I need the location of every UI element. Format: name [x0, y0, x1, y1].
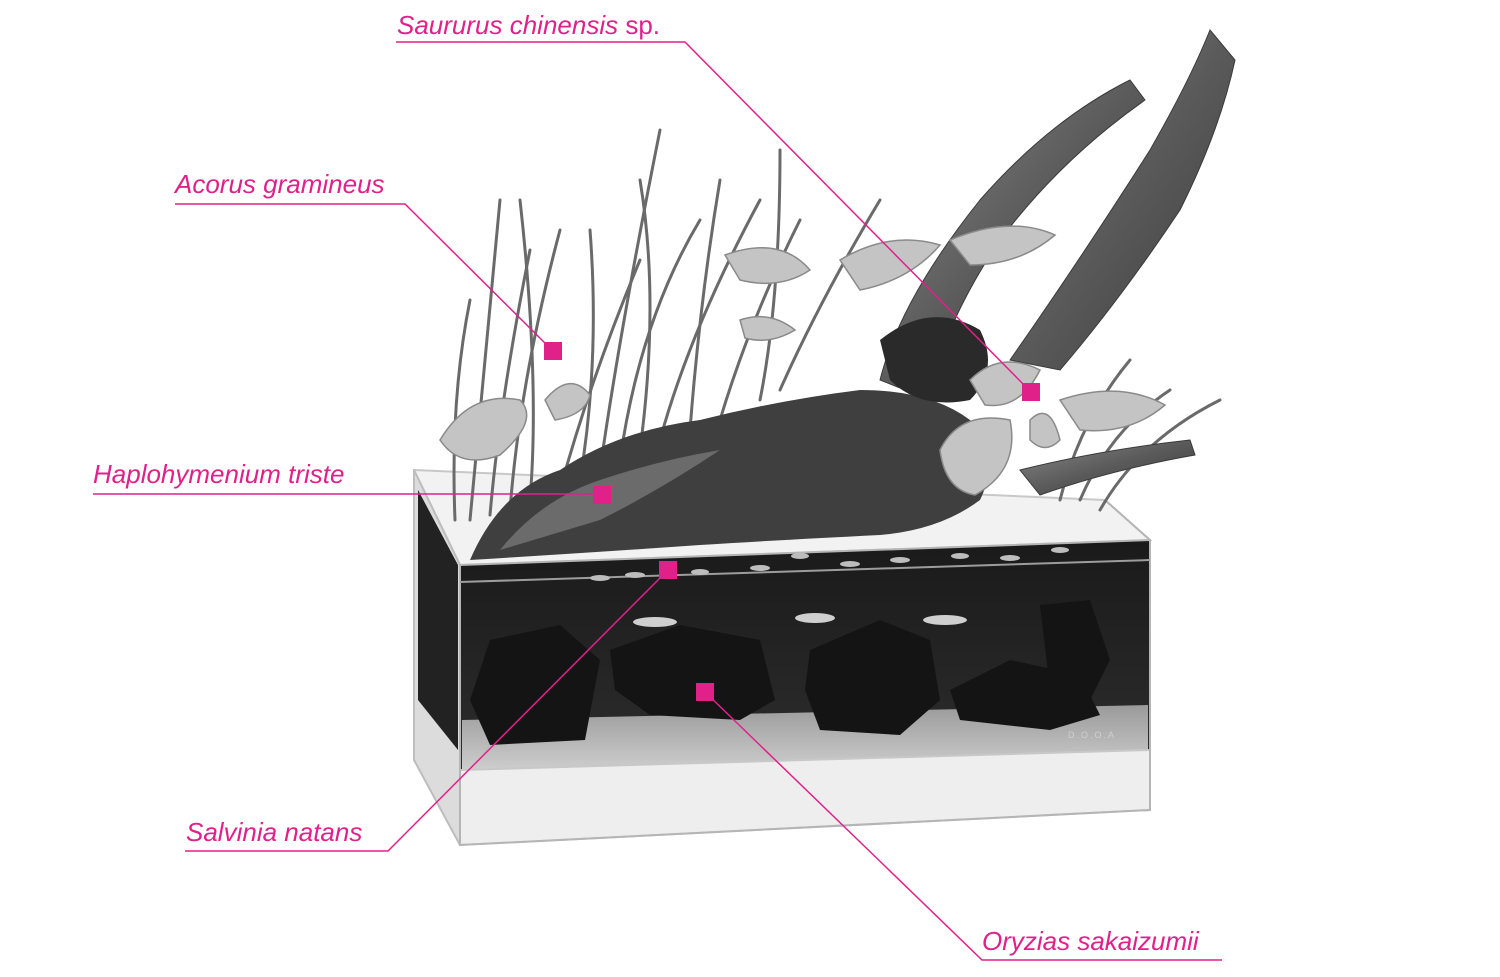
label-oryzias-name: Oryzias sakaizumii: [982, 926, 1199, 956]
label-salvinia-name: Salvinia natans: [186, 817, 363, 847]
label-saururus-suffix: sp.: [618, 10, 661, 40]
rocks: [470, 600, 1110, 745]
callout-markers: [544, 342, 1040, 701]
marker-oryzias: [696, 683, 714, 701]
marker-salvinia: [659, 561, 677, 579]
label-salvinia: Salvinia natans: [186, 817, 362, 847]
leader-saururus: [396, 41, 1032, 393]
callout-lines: [93, 41, 1222, 961]
label-acorus: Acorus gramineus: [175, 169, 385, 199]
label-haplohymenium: Haplohymenium triste: [93, 459, 344, 489]
brand-mark: D.O.O.A: [1068, 730, 1116, 740]
leader-salvinia: [185, 569, 669, 852]
floating-plants: [590, 547, 1069, 581]
marker-saururus: [1022, 383, 1040, 401]
label-haplohymenium-name: Haplohymenium triste: [93, 459, 345, 489]
leader-oryzias: [704, 691, 1222, 961]
leader-acorus: [175, 203, 554, 352]
label-saururus-name: Saururus chinensis: [397, 10, 619, 40]
broad-leaves: [439, 225, 1167, 496]
label-saururus: Saururus chinensis sp.: [397, 10, 660, 40]
fish-group: [633, 613, 967, 627]
marker-acorus: [544, 342, 562, 360]
marker-haplohymenium: [593, 486, 611, 504]
label-acorus-name: Acorus gramineus: [175, 169, 385, 199]
label-oryzias: Oryzias sakaizumii: [982, 926, 1199, 956]
